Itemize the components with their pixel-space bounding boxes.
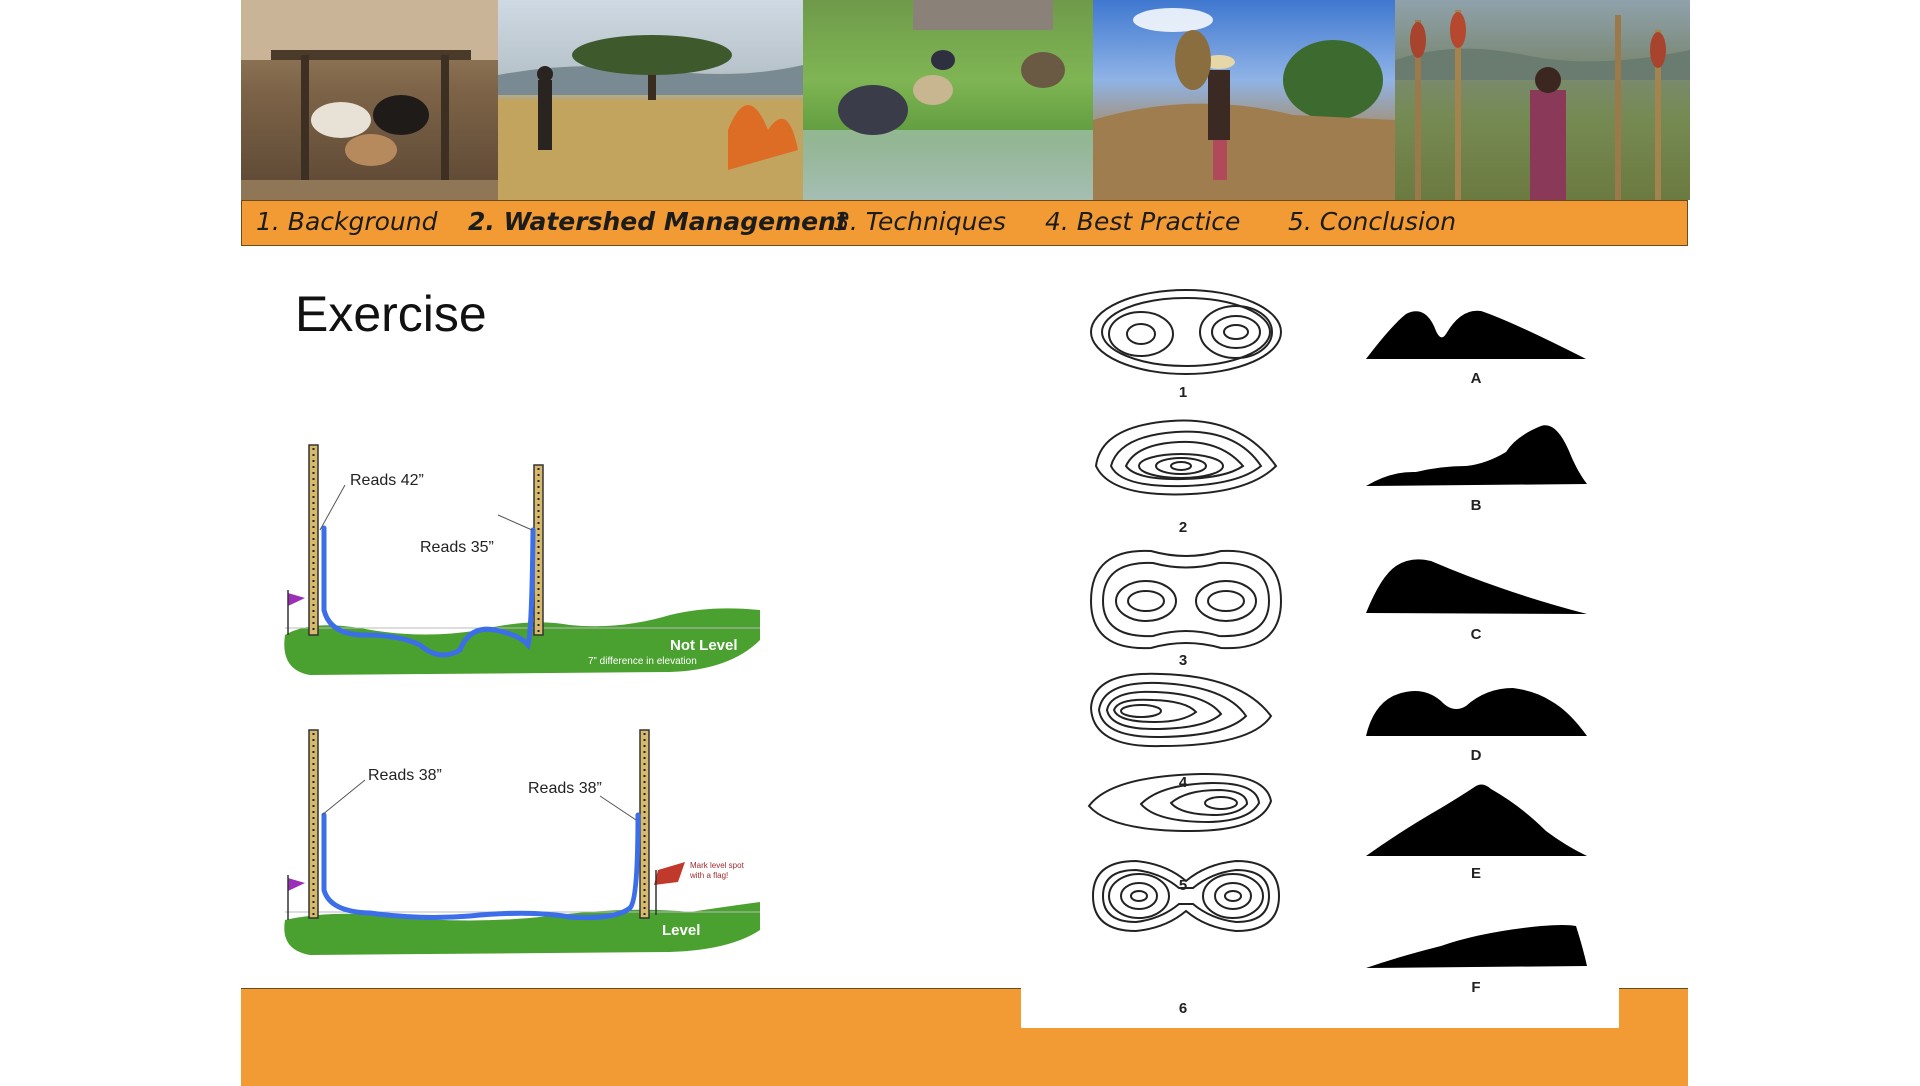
right-measuring-stick <box>533 464 544 636</box>
left-reading-pointer <box>319 484 346 531</box>
level-status: Level <box>662 922 700 939</box>
header-photo-strip <box>241 0 1690 200</box>
photo-threshing <box>1093 0 1395 200</box>
right-reading-pointer <box>497 514 533 531</box>
water-hose-line <box>321 525 536 658</box>
profile-label-a: A <box>1471 370 1482 387</box>
not-level-status: Not Level <box>670 637 738 654</box>
right-reading-label-level: Reads 38” <box>528 780 602 797</box>
profile-label-c: C <box>1471 626 1482 643</box>
contour-exercise-art: 1 2 3 4 5 6 A B C D E F <box>1087 289 1587 1017</box>
contour-map-1 <box>1090 289 1282 375</box>
slide-title: Exercise <box>295 286 487 342</box>
left-reading-pointer-level <box>321 779 366 816</box>
elevation-difference-note: 7” difference in elevation <box>588 656 697 667</box>
red-flag <box>654 862 685 885</box>
photo-goats-shelter-art <box>241 0 498 200</box>
profile-label-e: E <box>1471 865 1481 882</box>
profile-f <box>1366 925 1587 968</box>
water-level-diagram: Reads 42” Reads 35” Not Level 7” differe… <box>284 444 760 955</box>
nav-item-watershed-management[interactable]: 2. Watershed Management <box>468 207 848 236</box>
photo-sorghum-harvest-art <box>1395 10 1690 200</box>
profile-c <box>1366 559 1587 614</box>
contour-label-4: 4 <box>1179 774 1188 791</box>
right-reading-pointer-level <box>599 795 637 821</box>
contour-label-6: 6 <box>1179 1000 1187 1017</box>
nav-item-conclusion[interactable]: 5. Conclusion <box>1288 207 1457 236</box>
photo-acacia-burning <box>498 0 803 200</box>
section-nav-bar: 1. Background 2. Watershed Management 3.… <box>241 200 1688 246</box>
nav-item-best-practice[interactable]: 4. Best Practice <box>1045 207 1241 236</box>
purple-flag-level <box>288 878 305 891</box>
purple-flag <box>288 593 305 606</box>
profile-e <box>1366 784 1587 856</box>
profile-a <box>1366 310 1586 359</box>
contour-map-6 <box>1091 859 1281 933</box>
water-hose-line-level <box>321 812 641 921</box>
flag-note-line2: with a flag! <box>689 871 728 880</box>
contour-exercise-panel: 1 2 3 4 5 6 A B C D E F <box>1021 276 1619 1028</box>
contour-label-3: 3 <box>1179 652 1187 669</box>
level-diagram: Reads 38” Reads 38” Mark level spot with… <box>284 729 760 955</box>
contour-map-4 <box>1089 672 1273 748</box>
photo-rice-planting <box>803 0 1093 200</box>
contour-label-1: 1 <box>1179 384 1187 401</box>
right-reading-label: Reads 35” <box>420 539 494 556</box>
left-reading-label: Reads 42” <box>350 472 424 489</box>
contour-map-3 <box>1089 549 1283 650</box>
profile-d <box>1366 688 1587 736</box>
left-reading-label-level: Reads 38” <box>368 767 442 784</box>
nav-item-background[interactable]: 1. Background <box>256 207 438 236</box>
photo-sorghum-harvest <box>1395 0 1690 200</box>
profile-label-f: F <box>1471 979 1480 996</box>
profile-label-b: B <box>1471 497 1482 514</box>
nav-item-techniques[interactable]: 3. Techniques <box>834 207 1006 236</box>
not-level-diagram: Reads 42” Reads 35” Not Level 7” differe… <box>284 444 760 675</box>
contour-map-2 <box>1094 419 1278 496</box>
photo-goats-shelter <box>241 0 498 200</box>
contour-label-5: 5 <box>1179 877 1187 894</box>
contour-label-2: 2 <box>1179 519 1187 536</box>
contour-map-5 <box>1087 772 1273 833</box>
photo-threshing-art <box>1093 8 1395 200</box>
flag-note-line1: Mark level spot <box>690 861 745 870</box>
photo-acacia-burning-art <box>498 35 803 200</box>
profile-b <box>1366 425 1587 486</box>
profile-label-d: D <box>1471 747 1482 764</box>
photo-rice-planting-art <box>803 0 1093 200</box>
